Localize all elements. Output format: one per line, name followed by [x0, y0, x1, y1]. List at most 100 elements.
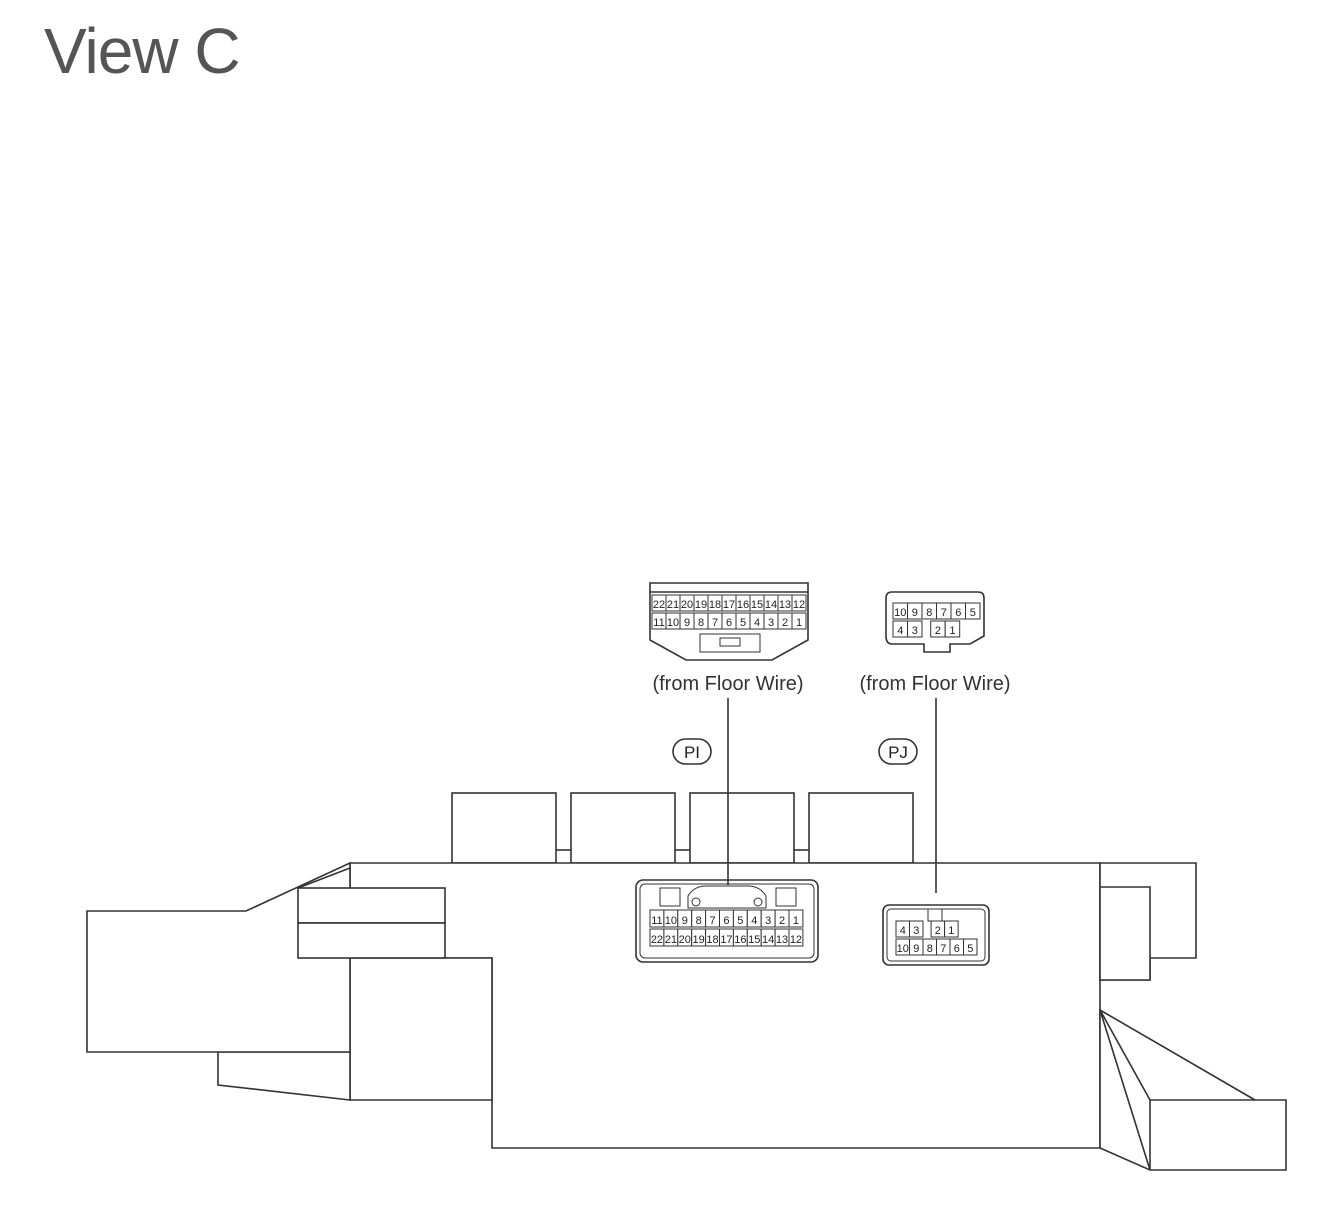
pin-number: 1 [949, 625, 955, 637]
pin-number: 11 [653, 617, 664, 629]
pin-number: 18 [706, 934, 718, 946]
left-lower-flange [217, 1051, 351, 1101]
left-tab-lower [297, 922, 446, 959]
pin-number: 10 [665, 915, 677, 927]
pin-number: 7 [940, 943, 946, 955]
pin-number: 3 [912, 625, 918, 637]
pin-number: 16 [734, 934, 746, 946]
pin-number: 20 [681, 599, 693, 611]
pin-number: 12 [793, 599, 805, 611]
pin-cell [788, 909, 804, 928]
pin-number: 7 [712, 617, 718, 629]
right-lower-wedge [1099, 1006, 1287, 1171]
pin-cell [944, 620, 961, 638]
pin-number: 6 [954, 943, 960, 955]
pi-source-label: (from Floor Wire) [652, 673, 803, 695]
pin-number: 9 [913, 943, 919, 955]
pin-number: 4 [900, 925, 906, 937]
pj-code-badge: PJ [878, 738, 918, 765]
pin-number: 19 [695, 599, 707, 611]
relay-housing-1 [451, 792, 557, 864]
pin-number: 14 [762, 934, 774, 946]
pin-number: 7 [941, 607, 947, 619]
pin-number: 9 [682, 915, 688, 927]
pin-number: 4 [897, 625, 903, 637]
pin-number: 1 [948, 925, 954, 937]
pin-number: 17 [723, 599, 735, 611]
pin-cell [909, 920, 924, 938]
pin-number: 8 [698, 617, 704, 629]
pin-number: 21 [667, 599, 679, 611]
pin-number: 13 [776, 934, 788, 946]
pin-number: 10 [667, 617, 679, 629]
pin-number: 12 [790, 934, 802, 946]
pj-source-label: (from Floor Wire) [859, 673, 1010, 695]
pin-number: 20 [679, 934, 691, 946]
pin-number: 4 [754, 617, 760, 629]
pin-number: 6 [726, 617, 732, 629]
pin-number: 13 [779, 599, 791, 611]
relay-housing-3 [689, 792, 795, 864]
pin-cell [963, 938, 978, 956]
pin-number: 6 [955, 607, 961, 619]
pin-number: 2 [782, 617, 788, 629]
pin-number: 2 [779, 915, 785, 927]
pin-number: 10 [897, 943, 909, 955]
pin-number: 5 [970, 607, 976, 619]
pin-number: 15 [748, 934, 760, 946]
pin-number: 2 [935, 925, 941, 937]
pin-number: 2 [935, 625, 941, 637]
pin-number: 8 [696, 915, 702, 927]
pin-number: 1 [796, 617, 802, 629]
pi-code-text: PI [684, 743, 700, 762]
pin-number: 3 [913, 925, 919, 937]
pin-number: 3 [765, 915, 771, 927]
pin-cell [791, 612, 807, 630]
pin-number: 4 [751, 915, 757, 927]
pin-cell [944, 920, 959, 938]
pin-number: 7 [709, 915, 715, 927]
pin-number: 17 [720, 934, 732, 946]
view-title: View C [44, 15, 241, 87]
pin-number: 8 [927, 943, 933, 955]
left-tab-upper [297, 887, 446, 924]
pin-number: 22 [653, 599, 665, 611]
pin-number: 1 [793, 915, 799, 927]
pi-code-badge: PI [672, 738, 712, 765]
pin-number: 21 [665, 934, 677, 946]
pin-number: 5 [967, 943, 973, 955]
pin-number: 11 [651, 915, 662, 927]
pin-number: 19 [693, 934, 705, 946]
pin-number: 18 [709, 599, 721, 611]
pin-number: 5 [737, 915, 743, 927]
pj-code-text: PJ [888, 743, 908, 762]
pin-cell [907, 620, 923, 638]
pin-cell [791, 594, 807, 612]
pin-number: 16 [737, 599, 749, 611]
pin-number: 5 [740, 617, 746, 629]
pin-number: 22 [651, 934, 663, 946]
pin-cell [965, 602, 981, 620]
pin-number: 6 [723, 915, 729, 927]
junction-block-body [86, 792, 1287, 1171]
pin-number: 15 [751, 599, 763, 611]
left-lower-block [349, 957, 493, 1101]
pin-number: 8 [926, 607, 932, 619]
pin-number: 9 [912, 607, 918, 619]
pin-number: 3 [768, 617, 774, 629]
pin-number: 14 [765, 599, 777, 611]
relay-housing-4 [808, 792, 914, 864]
pin-number: 9 [684, 617, 690, 629]
pin-cell [788, 928, 804, 947]
pin-number: 10 [894, 607, 906, 619]
